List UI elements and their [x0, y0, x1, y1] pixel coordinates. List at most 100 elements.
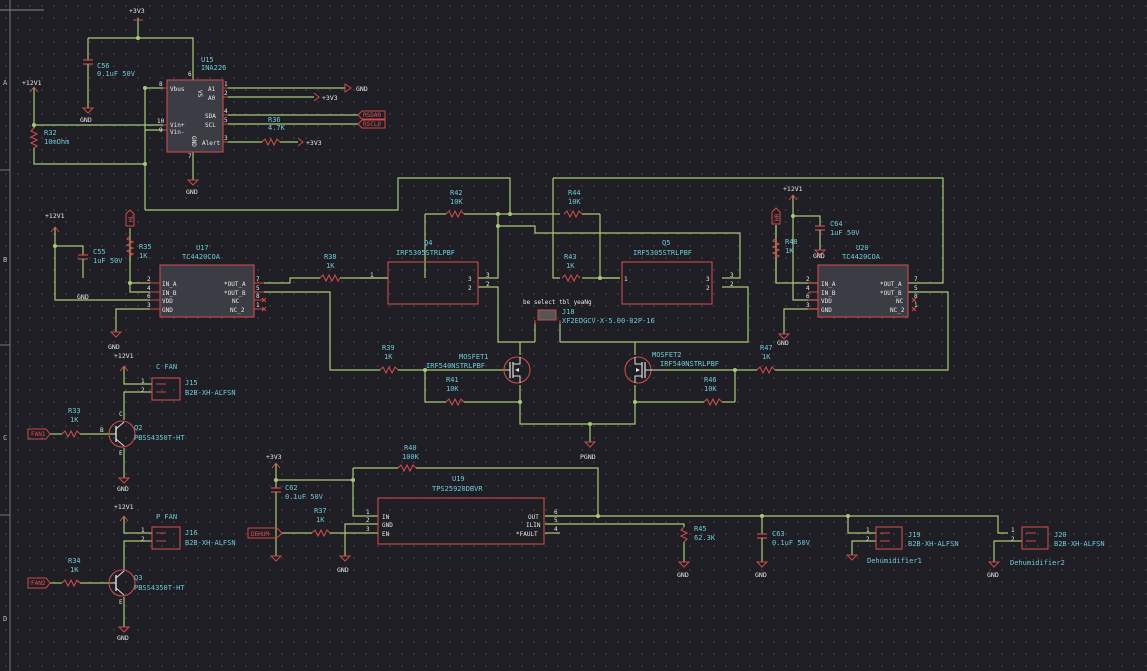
svg-text:*OUT_A: *OUT_A	[880, 281, 902, 288]
resistor-r46[interactable]: R46 10K	[703, 376, 723, 407]
resistor-r36[interactable]: R36 4.7K	[261, 116, 286, 147]
net-label-rscl: RSCL0	[357, 119, 386, 129]
svg-text:VDD: VDD	[162, 298, 173, 305]
capacitor-c55[interactable]: C55 1uF 50V	[78, 248, 123, 265]
row-label-a: A	[3, 79, 8, 87]
svg-text:6: 6	[147, 293, 151, 300]
capacitor-c63[interactable]: C63 0.1uF 50V	[757, 530, 811, 547]
capacitor-c62[interactable]: C62 0.1uF 50V	[271, 484, 324, 501]
resistor-r37[interactable]: R37 1K	[311, 507, 331, 538]
svg-text:TC4420COA: TC4420COA	[842, 253, 881, 261]
transistor-q3[interactable]: E Q3 PBSS4350T-HT	[108, 569, 185, 606]
net-label-fan1: FAN1	[27, 428, 51, 440]
svg-text:A1: A1	[208, 86, 216, 93]
svg-text:+12V1: +12V1	[114, 503, 134, 511]
resistor-r40[interactable]: R40 100K	[397, 444, 420, 473]
resistor-r44[interactable]: R44 10K	[563, 189, 583, 219]
svg-text:1K: 1K	[326, 262, 335, 270]
svg-text:R35: R35	[139, 243, 152, 251]
svg-text:B: B	[100, 427, 104, 434]
svg-text:5: 5	[914, 285, 918, 292]
resistor-r38[interactable]: R38 1K	[319, 253, 341, 283]
net-label-dehum: DEHUM	[247, 527, 283, 539]
svg-text:IN_B: IN_B	[162, 290, 177, 297]
power-v3-3-top: +3V3	[129, 7, 145, 21]
svg-text:C64: C64	[830, 220, 843, 228]
svg-text:SDA: SDA	[205, 113, 216, 120]
transistor-q4[interactable]: Q4 IRF5305STRLPBF 1 3 2 3 2	[360, 239, 490, 305]
svg-text:1: 1	[141, 378, 145, 385]
svg-text:A0: A0	[208, 95, 216, 102]
svg-text:R41: R41	[446, 376, 459, 384]
resistor-r41[interactable]: R41 10K	[445, 376, 465, 407]
svg-text:3: 3	[468, 276, 472, 283]
resistor-r34[interactable]: R34 1K	[61, 557, 81, 588]
transistor-q5[interactable]: Q5 IRF5305STRLPBF 1 3 2 3 2	[621, 239, 734, 305]
svg-text:1: 1	[141, 527, 145, 534]
svg-text:10: 10	[157, 118, 165, 125]
svg-text:GND: GND	[987, 571, 999, 579]
power-gnd-j20: GND	[987, 561, 1001, 579]
resistor-r33[interactable]: R33 1K	[61, 407, 81, 439]
mosfet-1[interactable]: MOSFET1 IRF540NSTRLPBF	[426, 353, 531, 384]
svg-text:C: C	[119, 411, 123, 418]
svg-text:Q3: Q3	[134, 574, 142, 582]
svg-text:10K: 10K	[446, 385, 459, 393]
capacitor-c56[interactable]: C56 0.1uF 50V	[83, 59, 136, 78]
svg-text:C63: C63	[772, 530, 785, 538]
connector-j15[interactable]: 1 2 C FAN J15 B2B-XH-ALFSN	[141, 363, 236, 401]
connector-j19[interactable]: 1 2 J19 B2B-XH-ALFSN Dehumidifier1	[866, 526, 959, 565]
svg-text:NC: NC	[896, 298, 904, 305]
power-gnd-c56: GND	[80, 107, 95, 124]
svg-text:4: 4	[147, 285, 151, 292]
resistor-r35[interactable]: R35 1K	[125, 235, 152, 260]
svg-text:GND: GND	[677, 571, 689, 579]
svg-text:B2B-XH-ALFSN: B2B-XH-ALFSN	[908, 540, 959, 548]
ic-u19[interactable]: U19 TPS25920DBVR IN GND EN OUT ILIN *FAU…	[366, 475, 558, 545]
svg-text:RSDA0: RSDA0	[363, 112, 381, 119]
resistor-r47[interactable]: R47 1K	[756, 344, 776, 375]
connector-j20[interactable]: 1 2 J20 B2B-XH-ALFSN Dehumidifier2	[1010, 526, 1105, 567]
resistor-r32[interactable]: R32 10mOhm	[29, 127, 69, 149]
resistor-r48[interactable]: R48 1K	[771, 225, 798, 283]
mosfet-2[interactable]: MOSFET2 IRF540NSTRLPBF	[624, 351, 719, 384]
ic-u15[interactable]: U15 INA226 Vbus A1 A0 SDA SCL Alert Vin+…	[157, 56, 228, 160]
svg-text:GND: GND	[813, 252, 825, 260]
svg-text:B2B-XH-ALFSN: B2B-XH-ALFSN	[1054, 540, 1105, 548]
svg-text:1: 1	[624, 276, 628, 283]
capacitor-c64[interactable]: C64 1uF 50V	[815, 220, 860, 237]
power-gnd-u17: GND	[108, 331, 123, 351]
svg-text:IRF540NSTRLPBF: IRF540NSTRLPBF	[660, 360, 719, 368]
svg-text:GND: GND	[108, 343, 120, 351]
svg-text:J19: J19	[908, 531, 921, 539]
svg-text:R46: R46	[704, 376, 717, 384]
svg-text:Vin-: Vin-	[170, 129, 184, 136]
svg-text:3: 3	[366, 526, 370, 533]
connector-j18[interactable]: be select tbl yeaNg J18 XF2EDGCV-X-5.00-…	[523, 299, 655, 325]
svg-text:4: 4	[806, 285, 810, 292]
power-gnd-c63: GND	[755, 561, 769, 579]
svg-text:R42: R42	[450, 189, 463, 197]
svg-text:XF2EDGCV-X-5.00-02P-16: XF2EDGCV-X-5.00-02P-16	[562, 317, 655, 325]
ic-u17[interactable]: U17 TC4420COA IN_A IN_B VDD GND *OUT_A *…	[147, 244, 267, 318]
ic-u20[interactable]: U20 TC4420COA IN_A IN_B VDD GND *OUT_A *…	[806, 244, 918, 318]
svg-text:62.3K: 62.3K	[694, 534, 716, 542]
svg-text:C55: C55	[93, 248, 106, 256]
power-v12-u17: +12V1	[45, 212, 65, 233]
svg-text:*OUT_B: *OUT_B	[880, 290, 902, 297]
transistor-q2[interactable]: B C E Q2 PBSS4350T-HT	[100, 411, 185, 457]
svg-text:R34: R34	[68, 557, 81, 565]
resistor-r45[interactable]: R45 62.3K	[679, 525, 716, 543]
svg-text:J16: J16	[185, 529, 198, 537]
power-gnd-r45: GND	[677, 561, 691, 579]
svg-text:TPS25920DBVR: TPS25920DBVR	[432, 485, 483, 493]
svg-text:2: 2	[366, 517, 370, 524]
connector-j16[interactable]: 1 2 P FAN J16 B2B-XH-ALFSN	[141, 513, 236, 550]
resistor-r42[interactable]: R42 10K	[445, 189, 465, 219]
resistor-r39[interactable]: R39 1K	[379, 344, 399, 375]
svg-text:R45: R45	[694, 525, 707, 533]
svg-text:10K: 10K	[450, 198, 463, 206]
resistor-r43[interactable]: R43 1K	[561, 253, 581, 283]
ic-value: INA226	[201, 64, 226, 72]
